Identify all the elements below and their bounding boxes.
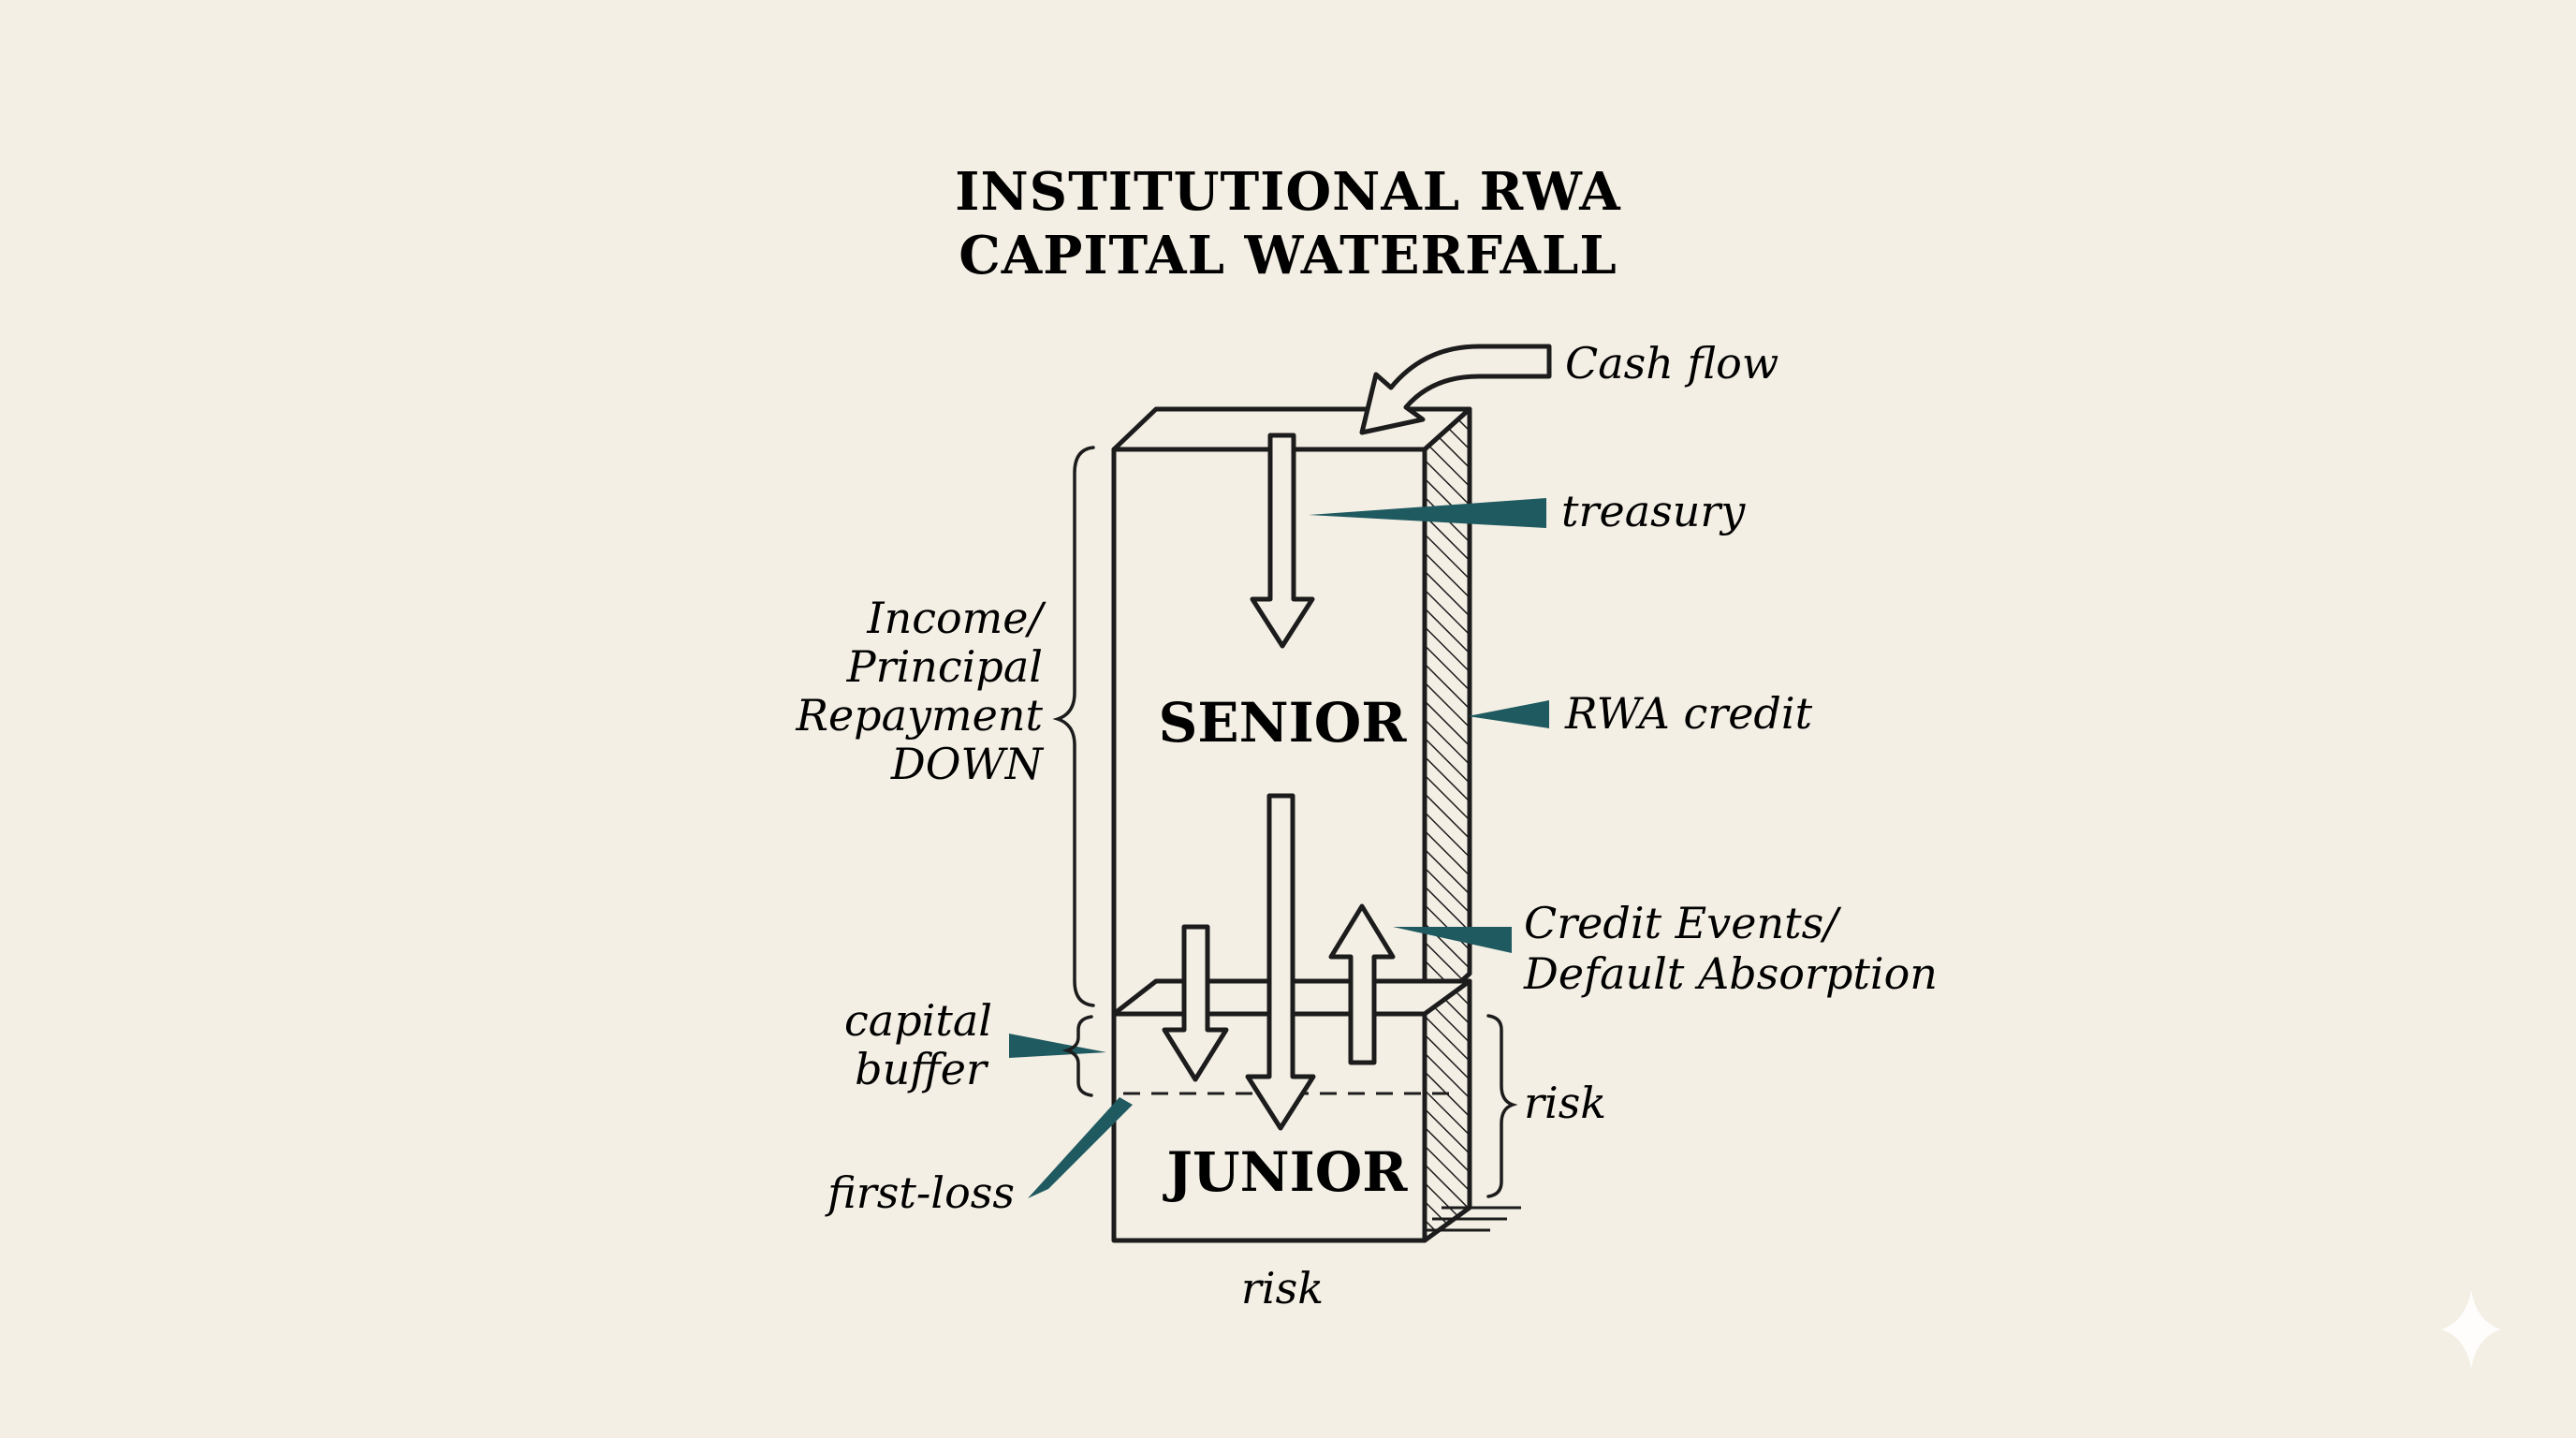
- risk-bottom-label: risk: [1241, 1263, 1324, 1313]
- senior-label: SENIOR: [1159, 691, 1408, 755]
- credit-events-pointer: [1393, 927, 1512, 953]
- treasury-label: treasury: [1561, 486, 1746, 536]
- credit-events-label-line-2: Default Absorption: [1523, 948, 1938, 999]
- default-absorption-up-arrow: [1328, 903, 1396, 1065]
- junior-long-down-arrow: [1245, 793, 1316, 1131]
- senior-down-arrow: [1250, 433, 1315, 649]
- ground-shadow: [1425, 1206, 1521, 1232]
- capital-buffer-label-line-1: capital: [844, 995, 992, 1046]
- capital-buffer-pointer: [1009, 1034, 1106, 1058]
- income-label-line-3: Repayment: [795, 690, 1043, 741]
- risk-brace: [1486, 1014, 1518, 1198]
- cash-flow-label: Cash flow: [1565, 338, 1778, 389]
- income-label-line-1: Income/: [866, 593, 1046, 643]
- income-brace: [1052, 446, 1095, 1007]
- title-line-2: CAPITAL WATERFALL: [959, 225, 1617, 286]
- income-label-line-4: DOWN: [890, 739, 1045, 789]
- income-label-line-2: Principal: [846, 641, 1043, 692]
- credit-events-label-line-1: Credit Events/: [1524, 898, 1842, 948]
- pointers: [1009, 498, 1549, 1198]
- capital-buffer-label-line-2: buffer: [855, 1044, 989, 1094]
- cash-flow-arrow: [1359, 344, 1552, 435]
- senior-side-face: [1422, 406, 1472, 1017]
- junior-label: JUNIOR: [1163, 1140, 1409, 1204]
- first-loss-label: first-loss: [825, 1167, 1015, 1218]
- rwa-credit-label: RWA credit: [1564, 688, 1813, 739]
- treasury-pointer: [1309, 498, 1546, 528]
- buffer-down-arrow: [1162, 924, 1229, 1082]
- capital-buffer-brace: [1061, 1015, 1093, 1097]
- braces: [1052, 446, 1518, 1198]
- first-loss-pointer: [1028, 1097, 1133, 1198]
- risk-right-label: risk: [1524, 1078, 1606, 1128]
- junior-side-face: [1422, 978, 1472, 1243]
- sparkle-icon: [2441, 1290, 2501, 1369]
- title-line-1: INSTITUTIONAL RWA: [955, 161, 1621, 223]
- arrows: [1162, 344, 1552, 1131]
- rwa-credit-pointer: [1468, 700, 1549, 728]
